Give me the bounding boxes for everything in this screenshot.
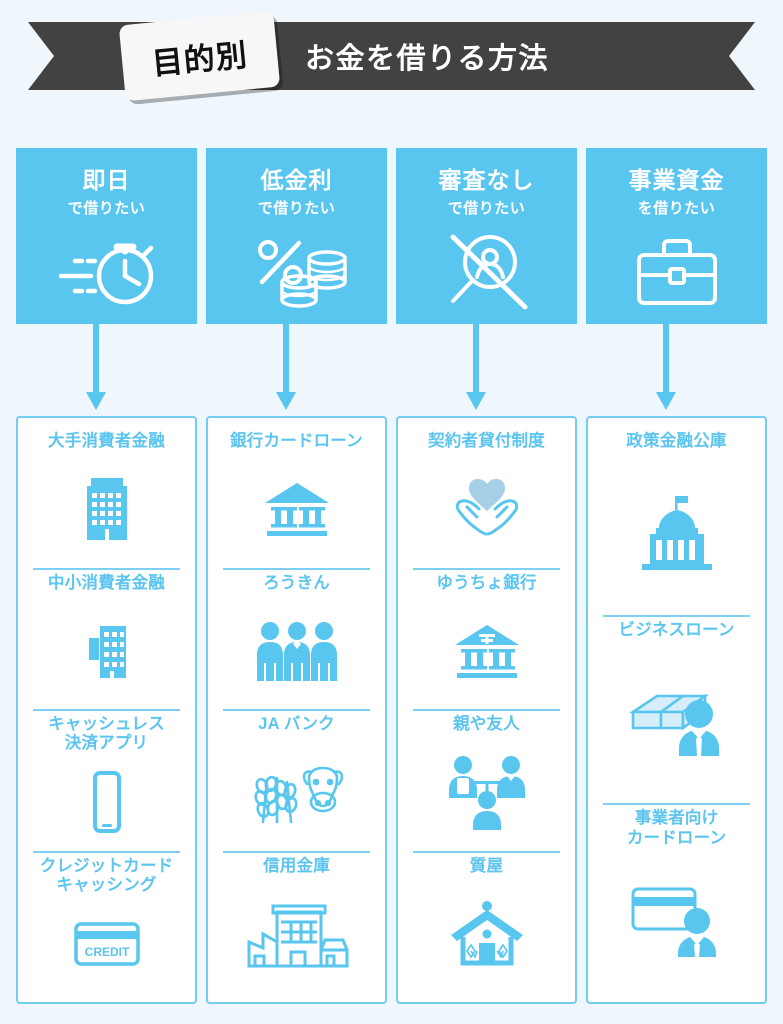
small-office-building-icon bbox=[25, 593, 188, 709]
column-teikinri: 低金利 で借りたい bbox=[206, 148, 387, 1004]
panel-teikinri: 銀行カードローン ろうきん bbox=[206, 416, 387, 1004]
list-item[interactable]: ビジネスローン bbox=[595, 614, 758, 804]
businessman-cash-icon bbox=[595, 640, 758, 803]
family-friends-icon bbox=[405, 734, 568, 850]
item-label: ゆうちょ銀行 bbox=[436, 573, 537, 592]
category-subtitle: で借りたい bbox=[447, 200, 526, 218]
businessman-card-icon bbox=[595, 848, 758, 992]
item-label: 政策金融公庫 bbox=[626, 432, 727, 450]
office-building-icon bbox=[25, 451, 188, 567]
category-card-teikinri[interactable]: 低金利 で借りたい bbox=[206, 148, 387, 324]
list-item[interactable]: 大手消費者金融 bbox=[25, 426, 188, 568]
briefcase-icon bbox=[586, 218, 767, 324]
page-title: お金を借りる方法 bbox=[305, 43, 550, 75]
connector-arrow-4 bbox=[586, 324, 767, 416]
factory-shop-icon bbox=[215, 876, 378, 992]
item-label: クレジットカード キャッシング bbox=[39, 856, 174, 894]
panel-jigyoushikin: 政策金融公庫 bbox=[586, 416, 767, 1004]
credit-card-text: CREDIT bbox=[84, 945, 129, 959]
item-label: 質屋 bbox=[469, 856, 504, 875]
item-label: JA バンク bbox=[258, 715, 335, 733]
item-label: 契約者貸付制度 bbox=[428, 432, 545, 450]
list-item[interactable]: 質屋 bbox=[405, 850, 568, 993]
item-label: ビジネスローン bbox=[618, 620, 735, 639]
column-shinsanashi: 審査なし で借りたい bbox=[396, 148, 577, 1004]
item-label: キャッシュレス 決済アプリ bbox=[48, 715, 165, 753]
list-item[interactable]: ろうきん bbox=[215, 567, 378, 710]
list-item[interactable]: 銀行カードローン bbox=[215, 426, 378, 568]
item-label: 中小消費者金融 bbox=[48, 573, 165, 592]
stopwatch-speed-icon bbox=[16, 218, 197, 324]
category-columns: 即日 で借りたい bbox=[0, 148, 783, 1004]
list-item[interactable]: 契約者貸付制度 bbox=[405, 426, 568, 568]
item-label: 大手消費者金融 bbox=[48, 432, 165, 450]
header-banner: お金を借りる方法 目的別 bbox=[0, 10, 783, 102]
item-label: ろうきん bbox=[263, 573, 330, 592]
list-item[interactable]: 政策金融公庫 bbox=[595, 426, 758, 615]
government-building-icon bbox=[595, 451, 758, 614]
list-item[interactable]: 信用金庫 bbox=[215, 850, 378, 993]
item-label: 銀行カードローン bbox=[230, 432, 363, 450]
connector-arrow-1 bbox=[16, 324, 197, 416]
header-tag-label: 目的別 bbox=[150, 36, 250, 82]
list-item[interactable]: 事業者向け カードローン bbox=[595, 803, 758, 992]
credit-card-icon: CREDIT bbox=[25, 895, 188, 992]
panel-shinsanashi: 契約者貸付制度 ゆうちょ銀行 bbox=[396, 416, 577, 1004]
category-title: 低金利 bbox=[260, 167, 333, 193]
list-item[interactable]: JA バンク bbox=[215, 709, 378, 851]
three-workers-icon bbox=[215, 593, 378, 709]
panel-sokujitsu: 大手消費者金融 中小 bbox=[16, 416, 197, 1004]
category-card-jigyoushikin[interactable]: 事業資金 を借りたい bbox=[586, 148, 767, 324]
header-tag: 目的別 bbox=[118, 10, 281, 102]
list-item[interactable]: クレジットカード キャッシング CREDIT bbox=[25, 850, 188, 993]
wheat-cow-icon bbox=[215, 734, 378, 850]
list-item[interactable]: 中小消費者金融 bbox=[25, 567, 188, 710]
connector-arrow-3 bbox=[396, 324, 577, 416]
category-card-sokujitsu[interactable]: 即日 で借りたい bbox=[16, 148, 197, 324]
list-item[interactable]: ゆうちょ銀行 bbox=[405, 567, 568, 710]
category-subtitle: で借りたい bbox=[67, 200, 146, 218]
connector-arrow-2 bbox=[206, 324, 387, 416]
list-item[interactable]: キャッシュレス 決済アプリ bbox=[25, 709, 188, 851]
list-item[interactable]: 親や友人 bbox=[405, 709, 568, 851]
hands-heart-icon bbox=[405, 451, 568, 567]
percent-coins-icon bbox=[206, 218, 387, 324]
category-subtitle: を借りたい bbox=[637, 200, 716, 218]
category-title: 事業資金 bbox=[628, 167, 725, 193]
bank-building-icon bbox=[215, 451, 378, 567]
item-label: 事業者向け カードローン bbox=[626, 809, 727, 847]
category-title: 即日 bbox=[82, 167, 131, 193]
category-subtitle: で借りたい bbox=[257, 200, 336, 218]
post-bank-icon bbox=[405, 593, 568, 709]
category-title: 審査なし bbox=[438, 167, 535, 193]
item-label: 親や友人 bbox=[453, 715, 520, 733]
column-sokujitsu: 即日 で借りたい bbox=[16, 148, 197, 1004]
category-card-shinsanashi[interactable]: 審査なし で借りたい bbox=[396, 148, 577, 324]
no-screening-magnifier-icon bbox=[396, 218, 577, 324]
column-jigyoushikin: 事業資金 を借りたい 政策金融公庫 bbox=[586, 148, 767, 1004]
smartphone-icon bbox=[25, 754, 188, 851]
item-label: 信用金庫 bbox=[263, 856, 330, 875]
pawnshop-house-icon bbox=[405, 876, 568, 992]
